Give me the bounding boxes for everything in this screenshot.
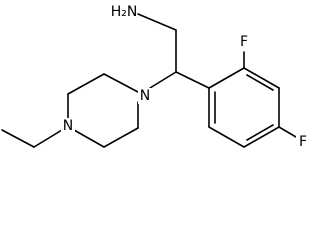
bond-ph-c2-c3 (243, 67, 280, 89)
bond-layer (1, 13, 297, 148)
bond-ph-double-c2-c3 (246, 74, 274, 91)
bond-pip-c5-c6 (103, 127, 139, 148)
bond-ch-phenyl (175, 71, 210, 89)
bond-ph-double-c4-c5 (246, 124, 274, 141)
bond-pip-n1-c2 (103, 73, 139, 93)
bond-ph-c1-c2 (208, 67, 245, 89)
bond-n-ch2 (137, 13, 177, 31)
fluorine-ortho-label: F (240, 34, 248, 50)
bond-n4-ethyl (33, 129, 63, 148)
bond-ph-c4-c5 (243, 126, 280, 148)
piperazine-n1-label: N (140, 88, 150, 104)
bond-pip-c2-c3 (67, 73, 105, 95)
molecule-structure: H₂N F N N F (1, 4, 310, 150)
fluorine-para-label: F (299, 134, 307, 150)
amine-label: H₂N (111, 4, 138, 20)
atom-label-layer: H₂N F N N F (61, 4, 310, 150)
bond-ph-c5-c6 (208, 126, 245, 148)
piperazine-n4-label: N (63, 118, 73, 134)
bond-pip-n4-c5 (73, 129, 105, 148)
bond-ch-n1 (149, 71, 177, 89)
bond-ethyl-ch3 (1, 129, 35, 148)
bond-c4-f (278, 126, 297, 138)
